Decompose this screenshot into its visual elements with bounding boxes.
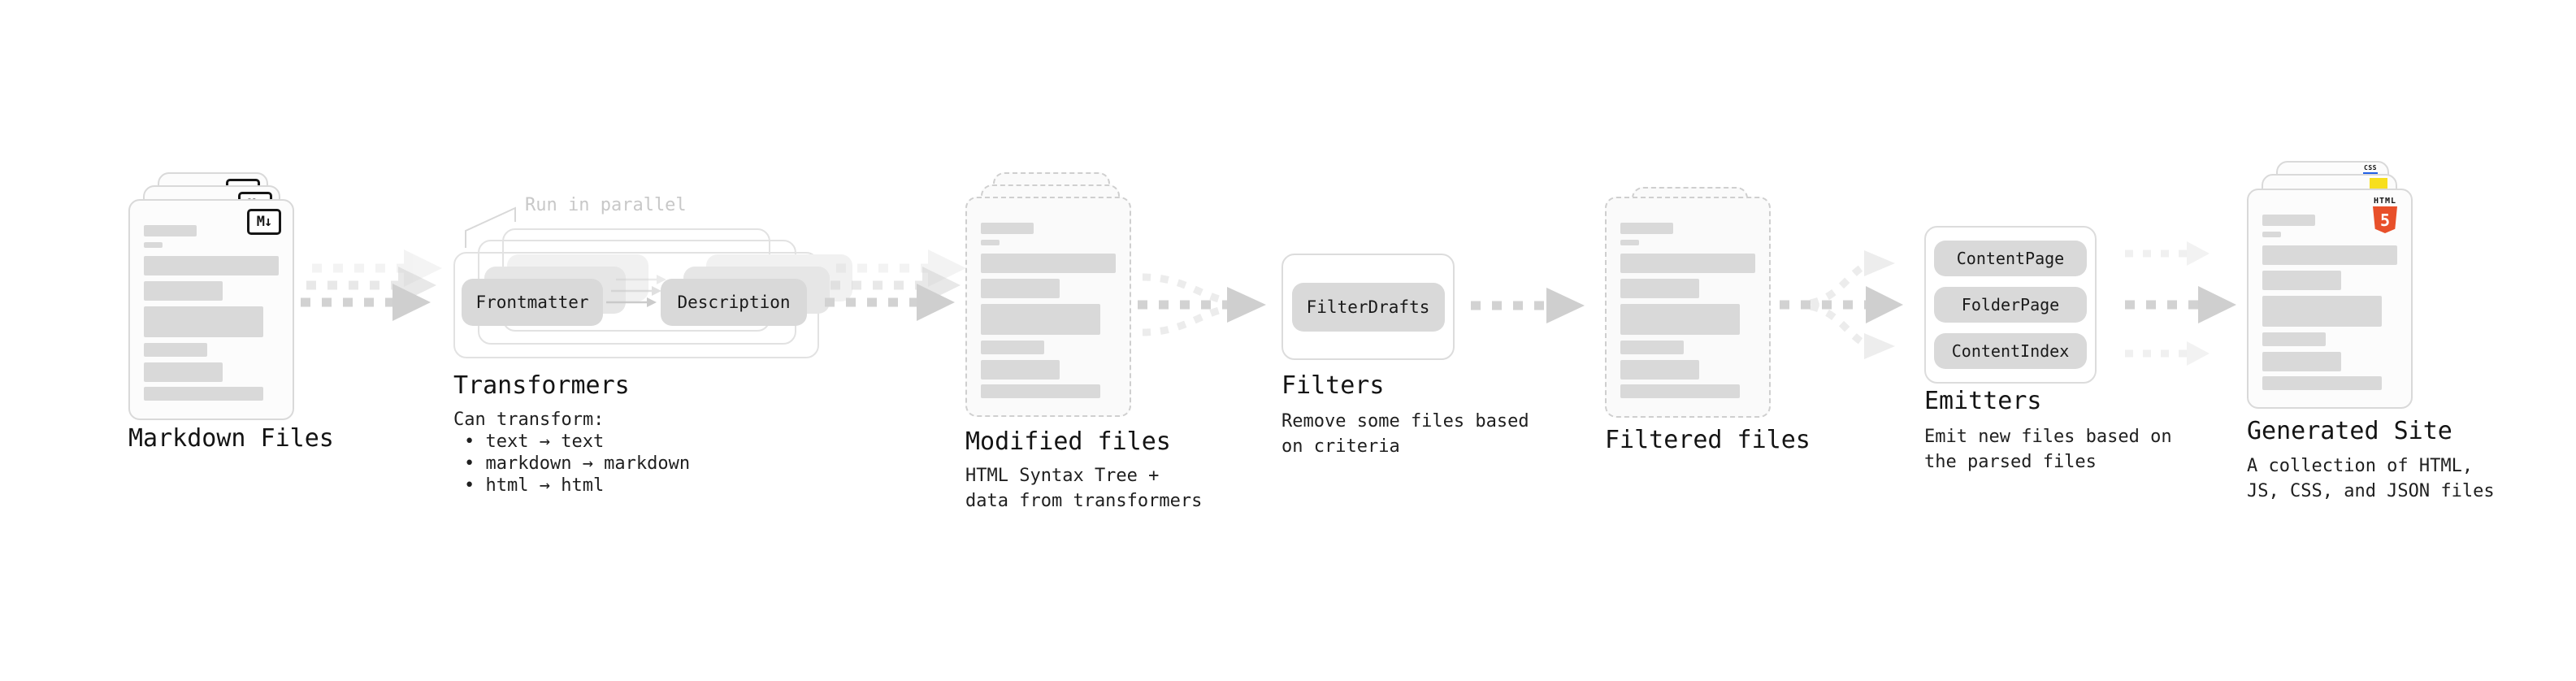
generated-site-subtitle: A collection of HTML, JS, CSS, and JSON … [2247,456,2495,501]
transformer-frontmatter-box: Frontmatter [462,279,603,326]
text-line-bar [144,343,207,357]
contentpage-label: ContentPage [1956,249,2065,268]
markdown-files-title: Markdown Files [128,424,334,453]
frontmatter-label: Frontmatter [475,293,589,312]
transformers-node: Run in parallel Frontmatter Description [453,193,852,364]
filtered-files-title: Filtered files [1605,426,1811,454]
flow-arrow-fanout-icon [1780,250,1903,359]
html5-icon-shield: 5 [2373,206,2397,233]
text-line-bar [1620,279,1699,298]
text-line-bar [144,281,223,301]
html5-icon-label: HTML [2373,197,2397,206]
css-icon-label: CSS [2364,164,2377,171]
emitters-title: Emitters [1924,387,2042,415]
filters-container: FilterDrafts [1281,254,1455,360]
flow-arrow-multi-files-icon [301,249,442,321]
bullet-text-to-text: • text → text [464,432,605,452]
filters-title: Filters [1281,371,1385,400]
markdown-files-node: M↓ M↓ M↓ [128,172,340,432]
folderpage-label: FolderPage [1961,295,2060,314]
generated-site-title: Generated Site [2247,417,2452,445]
transformer-description-box: Description [661,279,807,326]
text-line-bar [144,225,197,236]
html5-icon: HTML 5 [2372,197,2398,233]
emitter-contentindex-box: ContentIndex [1934,333,2087,369]
text-line-bar [981,304,1100,335]
markdown-icon: M↓ [247,209,281,235]
html5-icon-number: 5 [2379,210,2391,230]
generated-site-node: CSS HTML 5 [2247,161,2458,421]
text-line-bar [2262,296,2382,327]
transformers-description: Can transform: • text → text • markdown … [453,409,690,497]
text-line-bar [981,360,1060,380]
emitter-contentpage-box: ContentPage [1934,241,2087,276]
text-line-bar [144,362,223,382]
text-line-bar [2262,245,2397,265]
description-label: Description [677,293,791,312]
emitters-subtitle: Emit new files based on the parsed files [1924,427,2172,472]
markdown-file-card-front: M↓ [128,199,294,420]
text-line-bar [2262,352,2341,371]
emitter-folderpage-box: FolderPage [1934,287,2087,323]
text-line-bar [981,240,1000,245]
filterdrafts-label: FilterDrafts [1306,297,1430,317]
filtered-files-node [1605,187,1800,431]
annotation-leader-line [465,206,516,248]
text-line-bar [2262,232,2281,237]
modified-files-subtitle: HTML Syntax Tree + data from transformer… [965,466,1203,511]
text-line-bar [144,242,163,248]
text-line-bar [1620,223,1673,234]
emitters-container: ContentPage FolderPage ContentIndex [1924,226,2097,384]
flow-arrow-merge-icon [1138,273,1266,336]
text-line-bar [144,306,263,337]
text-line-bar [2262,215,2315,226]
modified-files-title: Modified files [965,427,1171,456]
markdown-icon-glyph: M↓ [256,214,273,230]
modified-files-node [965,172,1160,432]
text-line-bar [981,254,1116,273]
transformers-title: Transformers [453,371,630,400]
flow-arrow-multi-files-icon [825,249,966,321]
bullet-markdown-to-markdown: • markdown → markdown [464,453,691,474]
text-line-bar [981,384,1100,398]
filters-subtitle: Remove some files based on criteria [1281,411,1529,457]
generated-html-file-card: HTML 5 [2247,189,2413,409]
flow-arrow-triple-icon [2125,241,2236,366]
filtered-file-card-front [1605,197,1771,418]
text-line-bar [1620,240,1639,245]
text-line-bar [981,340,1044,354]
filter-filterdrafts-box: FilterDrafts [1291,282,1445,332]
parallel-arrows-icon [606,275,666,307]
text-line-bar [1620,340,1684,354]
text-line-bar [981,279,1060,298]
run-in-parallel-label: Run in parallel [525,195,687,215]
text-line-bar [981,223,1034,234]
text-line-bar [2262,332,2326,346]
flow-arrow-icon [1471,288,1585,323]
text-line-bar [2262,271,2341,290]
text-line-bar [2262,376,2382,390]
modified-file-card-front [965,197,1131,417]
text-line-bar [1620,384,1740,398]
contentindex-label: ContentIndex [1951,341,2070,361]
text-line-bar [1620,254,1755,273]
bullet-html-to-html: • html → html [464,475,605,496]
can-transform-heading: Can transform: [453,410,605,430]
text-line-bar [144,256,279,275]
text-line-bar [1620,304,1740,335]
text-line-bar [1620,360,1699,380]
text-line-bar [144,387,263,401]
